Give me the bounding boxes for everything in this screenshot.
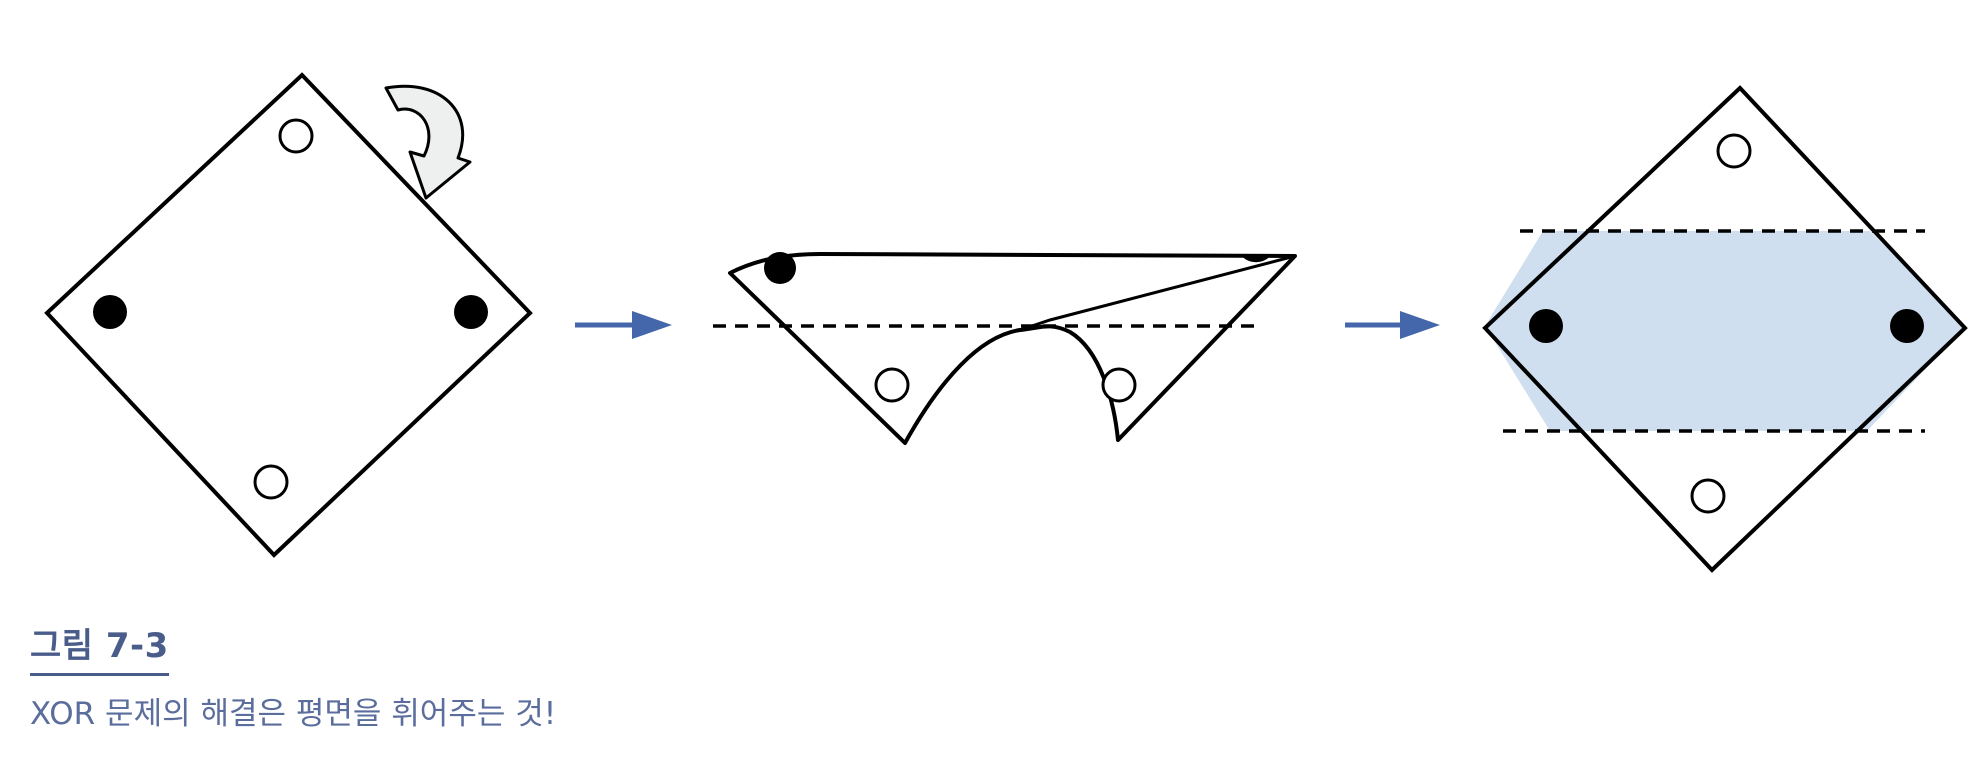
panel-folded-plane: [713, 252, 1297, 445]
filled-point-right: [454, 295, 488, 329]
figure-description: XOR 문제의 해결은 평면을 휘어주는 것!: [30, 696, 557, 732]
filled-point-right: [1890, 309, 1924, 343]
hollow-point-bottom: [253, 464, 289, 500]
filled-point-left: [764, 252, 796, 284]
highlight-band: [1485, 231, 1966, 431]
hollow-point-bottom: [1690, 478, 1726, 514]
filled-point-left: [93, 295, 127, 329]
hollow-point-right: [1101, 367, 1137, 403]
figure-label: 그림 7-3: [30, 618, 169, 676]
panel-flat-plane: [44, 72, 533, 558]
folded-sheet: [728, 252, 1297, 445]
filled-point-right: [1242, 256, 1270, 263]
figure-caption: 그림 7-3: [30, 618, 169, 676]
panel-separated-plane: [1482, 85, 1968, 573]
fold-crease: [1019, 254, 1296, 332]
hollow-point-top: [278, 118, 314, 154]
arrow-right-icon: [1345, 311, 1440, 339]
hollow-point-top: [1716, 133, 1752, 169]
plane-diamond: [44, 72, 533, 558]
curl-arrow-icon: [384, 84, 472, 200]
arrow-right-icon: [575, 311, 672, 339]
plane-diamond: [1482, 85, 1968, 573]
filled-point-left: [1529, 309, 1563, 343]
hollow-point-left: [874, 367, 910, 403]
